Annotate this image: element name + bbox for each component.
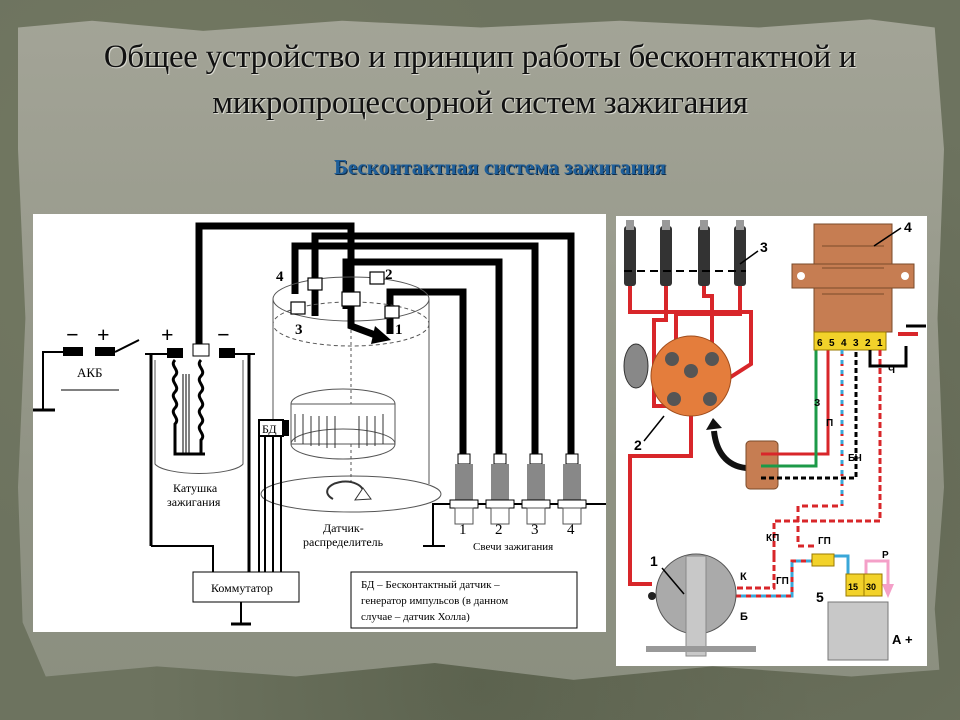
coil-terminal-k: К bbox=[740, 571, 747, 583]
contactless-ignition-diagram: 4 3 2 1 − + АКБ + − Катушка зажигания БД bbox=[33, 214, 608, 632]
terminal-15: 15 bbox=[848, 582, 858, 592]
plug-number-3: 3 bbox=[531, 522, 539, 538]
spark-plug bbox=[485, 453, 515, 525]
hall-sensor: БД bbox=[258, 419, 289, 572]
slide-subtitle: Бесконтактная система зажигания bbox=[333, 155, 667, 179]
wire-label-kp: КП bbox=[766, 533, 779, 544]
ignition-coil-color: 1 К Б bbox=[646, 553, 756, 657]
spark-plug bbox=[449, 453, 479, 525]
callout-3: 3 bbox=[760, 239, 768, 255]
plug-number-2: 2 bbox=[495, 522, 503, 538]
pin-6: 6 bbox=[817, 338, 823, 349]
sensor-connector bbox=[745, 346, 858, 490]
wire-label-gp-top: ГП bbox=[818, 536, 831, 547]
terminal-30: 30 bbox=[866, 582, 876, 592]
battery-plus: + bbox=[97, 322, 110, 347]
note-line-2: генератор импульсов (в данном bbox=[361, 595, 508, 607]
legend-note: БД – Бесконтактный датчик – генератор им… bbox=[350, 571, 578, 629]
pin-5: 5 bbox=[829, 338, 835, 349]
wire-label-green: З bbox=[814, 398, 820, 409]
commutator-label: Коммутатор bbox=[211, 581, 273, 595]
battery-terminal-label: А + bbox=[892, 632, 913, 647]
plug-number-4: 4 bbox=[567, 522, 575, 538]
ignition-switch: 15 30 5 А + bbox=[816, 573, 913, 661]
slide-title: Общее устройство и принцип работы бескон… bbox=[0, 34, 960, 126]
pointer-arrow bbox=[711, 430, 747, 471]
wire-label-black: Ч bbox=[888, 365, 895, 376]
pin-2: 2 bbox=[865, 338, 871, 349]
wire-label-pink: Р bbox=[882, 550, 889, 561]
terminal-label-3: 3 bbox=[295, 322, 303, 338]
hv-wire-plug-2 bbox=[342, 258, 503, 454]
spark-plugs-label: Свечи зажигания bbox=[473, 541, 553, 553]
callout-2: 2 bbox=[634, 437, 642, 453]
battery: − + АКБ bbox=[33, 322, 140, 412]
plug-number-1: 1 bbox=[459, 522, 467, 538]
distributor-label-2: распределитель bbox=[303, 535, 384, 549]
coil-minus: − bbox=[217, 322, 230, 347]
rotor-arrow bbox=[347, 299, 380, 340]
coil-terminal-b: Б bbox=[740, 611, 748, 623]
distributor-terminals bbox=[290, 271, 400, 319]
wire-label-gp-bottom: ГП bbox=[776, 576, 789, 587]
battery-label: АКБ bbox=[77, 365, 103, 380]
hv-wire-plug-3 bbox=[291, 242, 539, 454]
title-line-1: Общее устройство и принцип работы бескон… bbox=[103, 39, 857, 75]
ignition-coil: + − Катушка зажигания bbox=[145, 322, 255, 582]
module-wires bbox=[734, 324, 926, 598]
coil-plus: + bbox=[161, 322, 174, 347]
commutator: Коммутатор bbox=[192, 571, 300, 626]
wire-label-black-white: БЧ bbox=[848, 453, 862, 464]
spark-plugs-color: 3 bbox=[624, 220, 768, 286]
battery-minus: − bbox=[66, 322, 79, 347]
callout-4: 4 bbox=[904, 219, 912, 235]
sensor-label: БД bbox=[262, 422, 277, 436]
note-line-1: БД – Бесконтактный датчик – bbox=[361, 579, 500, 591]
distributor-label-1: Датчик- bbox=[323, 521, 364, 535]
wiring-diagram-color: 3 2 4 6 5 4 3 2 1 bbox=[616, 216, 927, 666]
spark-plugs: 1 2 3 4 Свечи зажигания bbox=[423, 453, 608, 553]
switch-module: 4 6 5 4 3 2 1 bbox=[791, 219, 915, 351]
pin-3: 3 bbox=[853, 338, 859, 349]
hv-wires-color bbox=[628, 286, 753, 586]
terminal-label-2: 2 bbox=[385, 267, 393, 283]
wire-label-red: П bbox=[826, 418, 833, 429]
spark-plug bbox=[557, 453, 587, 525]
coil-label-2: зажигания bbox=[167, 495, 221, 509]
terminal-label-4: 4 bbox=[276, 269, 284, 285]
rotor-arrow-head bbox=[371, 326, 391, 344]
distributor-cap: 2 bbox=[623, 335, 732, 453]
coil-label-1: Катушка bbox=[173, 481, 218, 495]
pin-4: 4 bbox=[841, 338, 847, 349]
hv-wire-plug-4 bbox=[311, 232, 575, 454]
terminal-label-1: 1 bbox=[395, 322, 403, 338]
spark-plug bbox=[521, 453, 551, 525]
title-line-2: микропроцессорной систем зажигания bbox=[212, 85, 748, 121]
callout-5: 5 bbox=[816, 589, 824, 605]
callout-1: 1 bbox=[650, 553, 658, 569]
note-line-3: случае – датчик Холла) bbox=[361, 611, 470, 623]
pin-1: 1 bbox=[877, 338, 883, 349]
